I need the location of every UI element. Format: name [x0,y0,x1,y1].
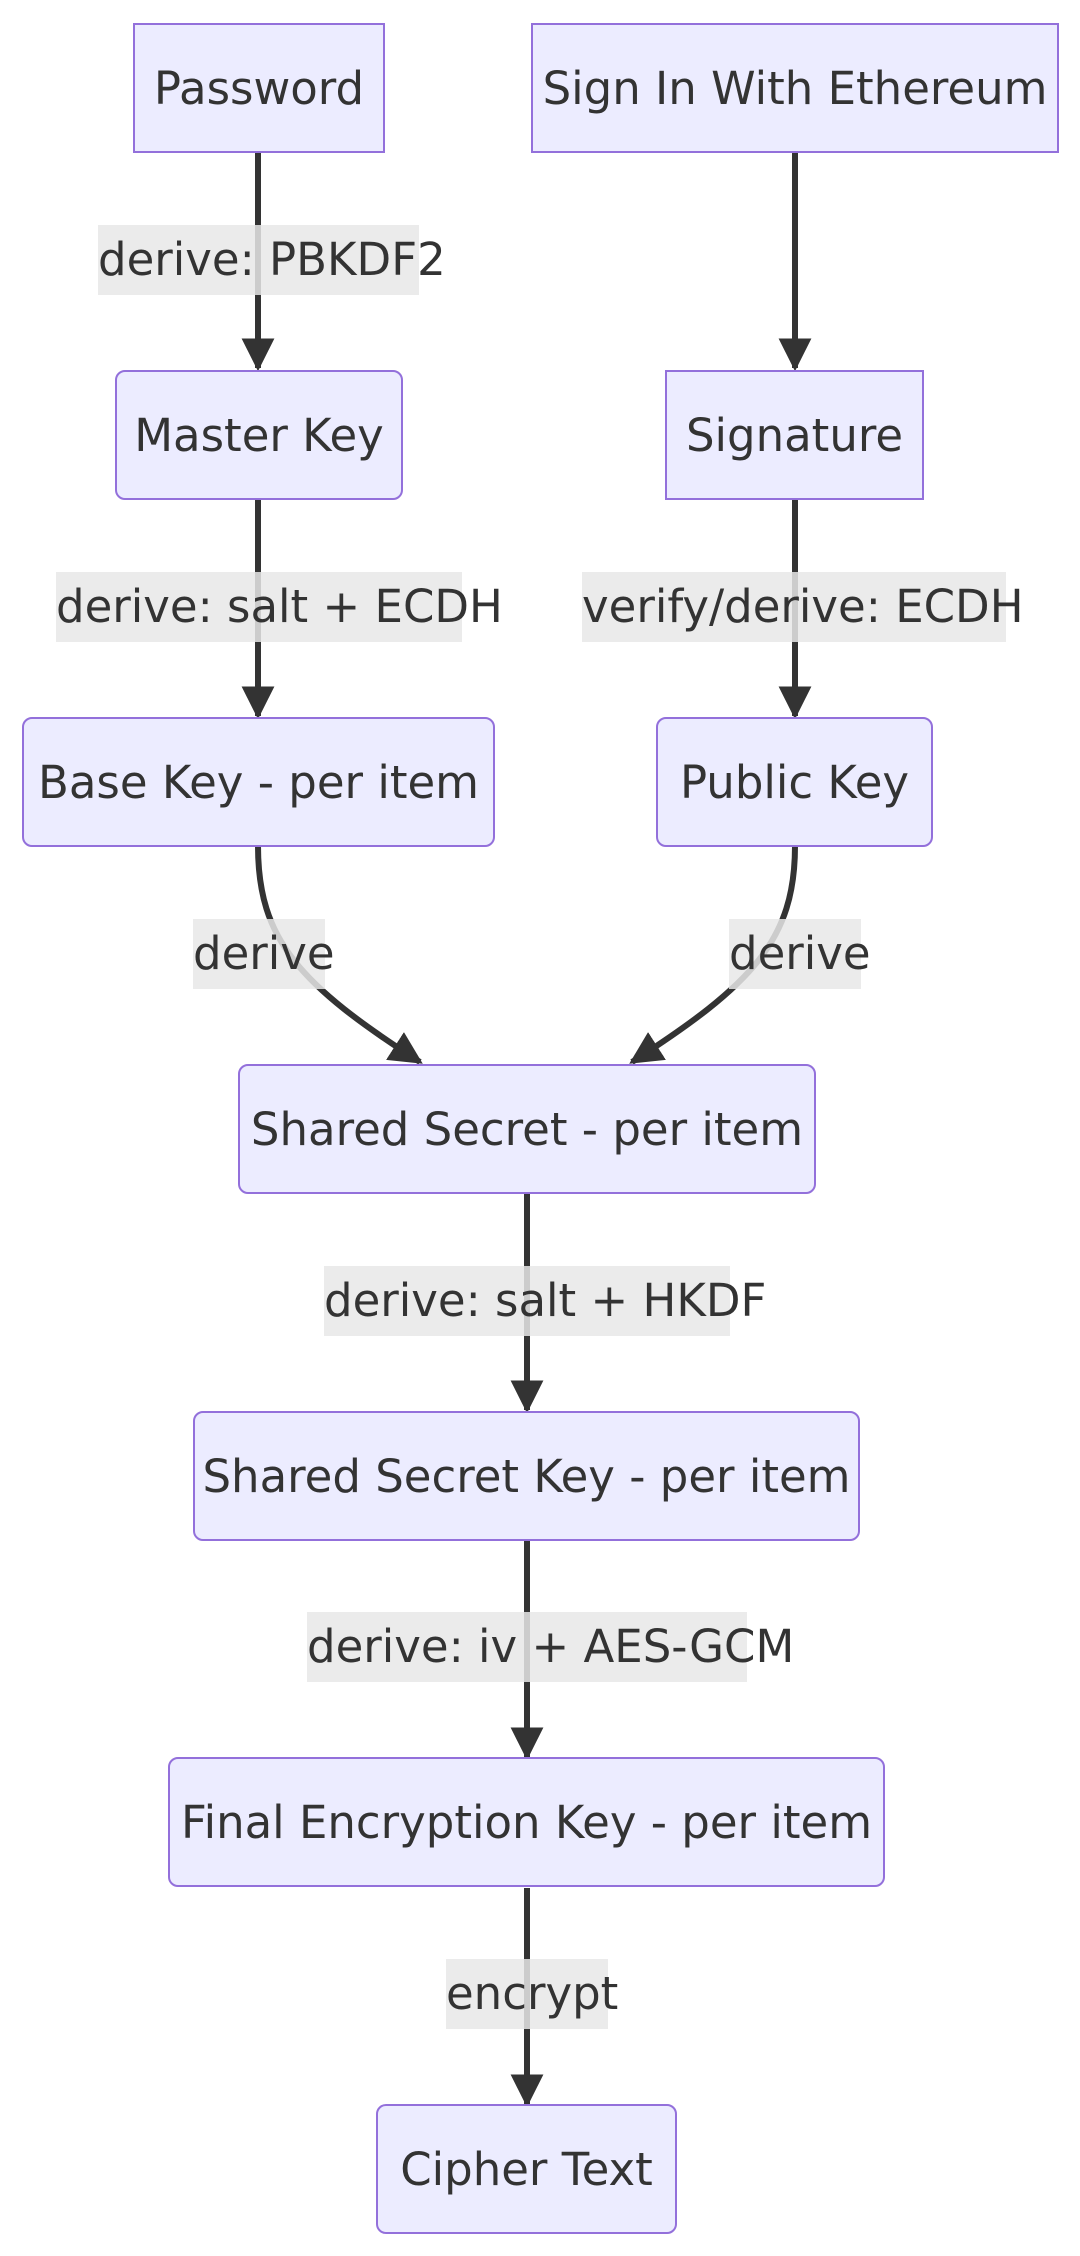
edge-label-verify-ecdh: verify/derive: ECDH [582,572,1024,642]
node-sign-in-with-ethereum: Sign In With Ethereum [531,23,1059,153]
edge-label-derive-left: derive [193,919,335,989]
edge-label-derive-right: derive [729,919,871,989]
edge-label-salt-hkdf: derive: salt + HKDF [324,1266,766,1336]
node-shared-secret-key: Shared Secret Key - per item [193,1411,860,1541]
edge-label-encrypt: encrypt [446,1959,618,2029]
node-public-key: Public Key [656,717,933,847]
node-password: Password [133,23,385,153]
node-cipher-text: Cipher Text [376,2104,677,2234]
edge-label-iv-aes-gcm: derive: iv + AES-GCM [307,1612,794,1682]
node-base-key: Base Key - per item [22,717,495,847]
node-shared-secret: Shared Secret - per item [238,1064,816,1194]
node-final-encryption-key: Final Encryption Key - per item [168,1757,885,1887]
edge-label-salt-ecdh: derive: salt + ECDH [56,572,503,642]
node-master-key: Master Key [115,370,403,500]
edge-label-pbkdf2: derive: PBKDF2 [98,225,446,295]
node-signature: Signature [665,370,924,500]
